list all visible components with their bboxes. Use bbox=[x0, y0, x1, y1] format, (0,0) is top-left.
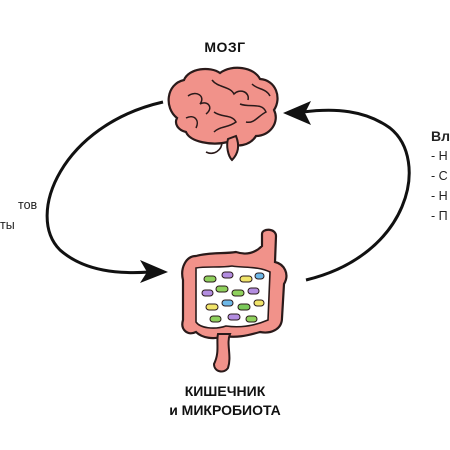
right-caption-item: - С bbox=[431, 169, 448, 183]
gut-label-line-1: КИШЕЧНИК bbox=[184, 383, 266, 399]
left-caption-line-1: тов bbox=[18, 198, 38, 212]
right-caption-item: - Н bbox=[431, 189, 448, 203]
gut-label: КИШЕЧНИК и МИКРОБИОТА bbox=[160, 382, 290, 420]
left-caption-line-2: ты bbox=[0, 218, 15, 232]
right-cycle-arrow bbox=[302, 108, 411, 282]
left-arrow-head bbox=[140, 260, 168, 283]
intestine-icon bbox=[181, 228, 288, 373]
right-arrow-head bbox=[283, 101, 311, 125]
gut-label-line-2: и МИКРОБИОТА bbox=[169, 402, 281, 418]
brain-label: МОЗГ bbox=[204, 39, 246, 55]
bacteria-group bbox=[201, 271, 265, 323]
brain-icon bbox=[167, 66, 279, 162]
left-cycle-arrow bbox=[45, 100, 164, 275]
right-caption-item: - П bbox=[431, 209, 448, 223]
right-caption-title: Вл bbox=[431, 128, 450, 144]
right-caption-item: - Н bbox=[431, 149, 448, 163]
left-caption: тов ты bbox=[0, 195, 37, 235]
right-caption: Вл - Н - С - Н - П bbox=[431, 128, 450, 226]
